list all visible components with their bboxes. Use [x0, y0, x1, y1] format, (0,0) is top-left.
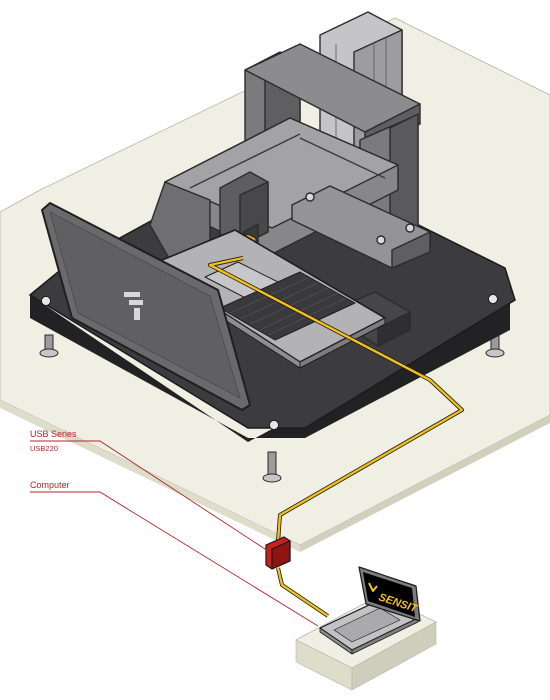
foot-right	[485, 334, 505, 358]
callout-leaders	[30, 440, 319, 627]
lid-logo	[124, 292, 143, 320]
usb-series-label: USB Series	[30, 429, 77, 439]
usb-cable	[208, 256, 464, 618]
usb-model-label: USB220	[30, 444, 58, 453]
foot-left	[39, 334, 59, 358]
foot-front	[262, 451, 282, 483]
leveling-feet	[39, 334, 505, 483]
computer-label: Computer	[30, 480, 70, 490]
computer-laptop	[319, 566, 421, 655]
usb-device	[265, 536, 291, 570]
gantry-machine	[149, 11, 431, 347]
